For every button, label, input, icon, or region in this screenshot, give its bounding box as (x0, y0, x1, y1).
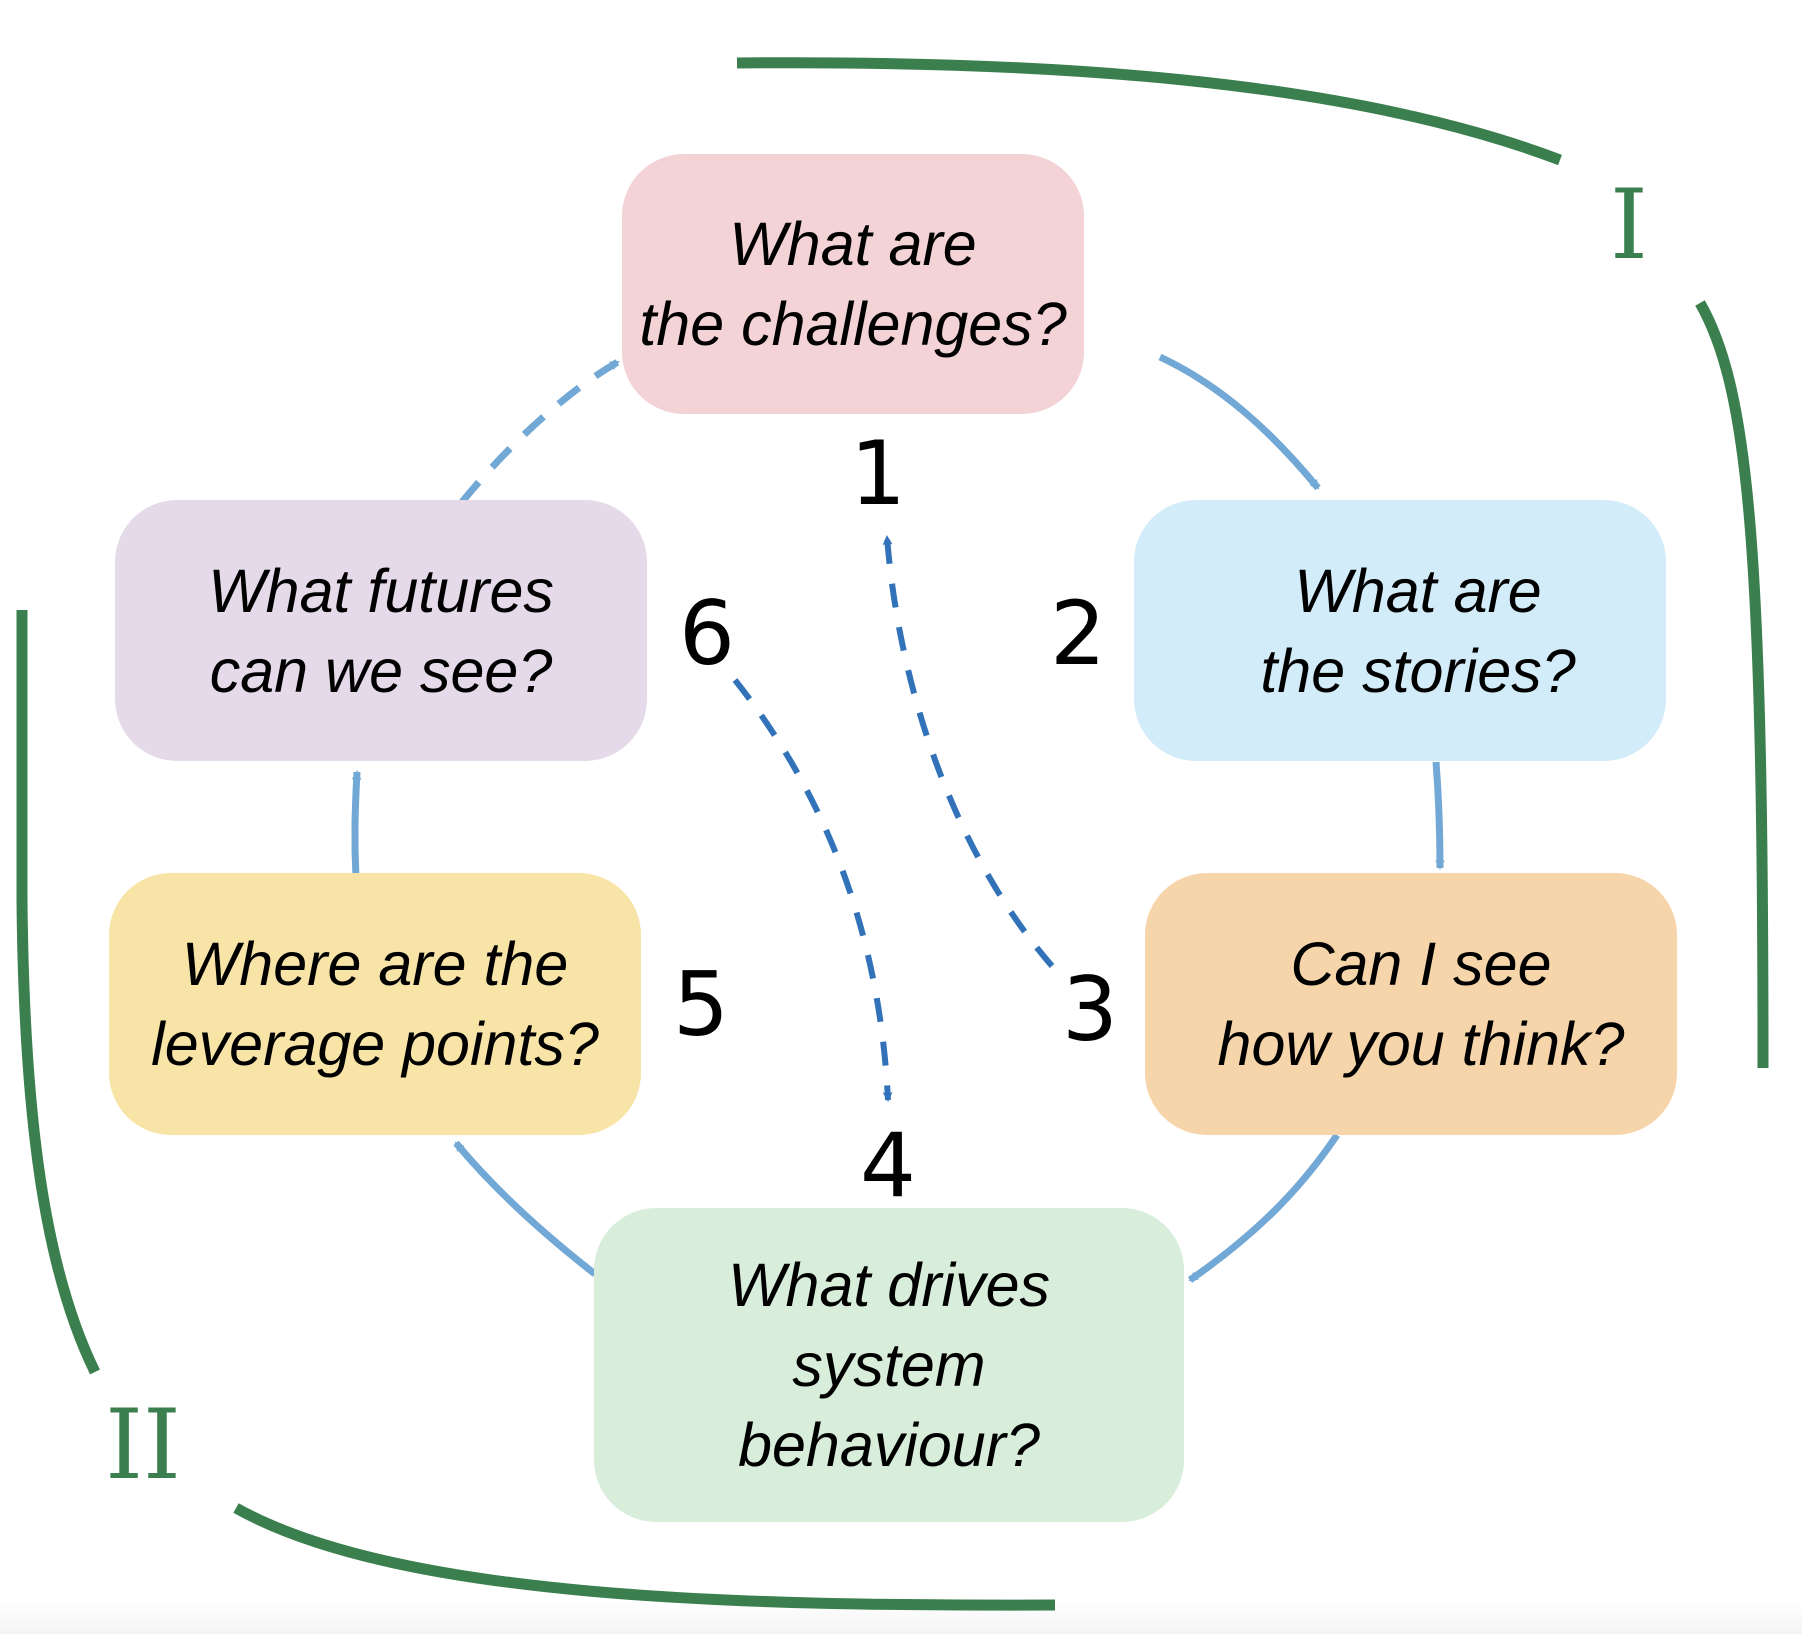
phase-I-bracket-right (1695, 300, 1769, 1069)
phase-II-bracket-bottom (233, 1503, 1056, 1611)
arrow-6-to-4 (732, 678, 893, 1102)
arrow-5-to-6 (351, 770, 362, 879)
arrow-4-to-5 (453, 1140, 598, 1277)
phase-II-bracket (16, 610, 1056, 1611)
arrow-6-to-1 (459, 358, 620, 505)
step-number-6: 6 (679, 582, 735, 685)
arrow-3-to-4 (1188, 1133, 1340, 1283)
step-text-4: What drives system behaviour? (727, 1251, 1051, 1479)
phase-label-II: II (105, 1389, 181, 1501)
step-text-3: Can I see how you think? (1217, 930, 1625, 1078)
step-box-2: What are the stories? (1134, 500, 1666, 761)
step-box-4: What drives system behaviour? (594, 1208, 1184, 1522)
step-box-6: What futures can we see? (115, 500, 647, 761)
step-box-5: Where are the leverage points? (109, 873, 641, 1135)
step-number-5: 5 (673, 953, 729, 1056)
step-box-1: What are the challenges? (622, 154, 1084, 414)
step-text-1: What are the challenges? (639, 210, 1067, 358)
step-number-1: 1 (850, 422, 906, 525)
arrow-3-to-1 (882, 535, 1055, 968)
step-number-2: 2 (1050, 582, 1106, 685)
phase-II-bracket-left (16, 610, 100, 1375)
step-text-2: What are the stories? (1260, 556, 1576, 705)
arrow-2-to-3 (1432, 761, 1445, 870)
step-box-3: Can I see how you think? (1145, 873, 1677, 1135)
phase-I-bracket-top (736, 57, 1562, 166)
phase-label-I: I (1610, 169, 1648, 281)
step-text-5: Where are the leverage points? (151, 930, 599, 1078)
step-number-4: 4 (860, 1114, 916, 1217)
phase-I-bracket (736, 57, 1769, 1069)
arrow-1-to-2 (1158, 353, 1321, 491)
step-text-6: What futures can we see? (208, 556, 554, 705)
step-number-3: 3 (1062, 958, 1118, 1061)
